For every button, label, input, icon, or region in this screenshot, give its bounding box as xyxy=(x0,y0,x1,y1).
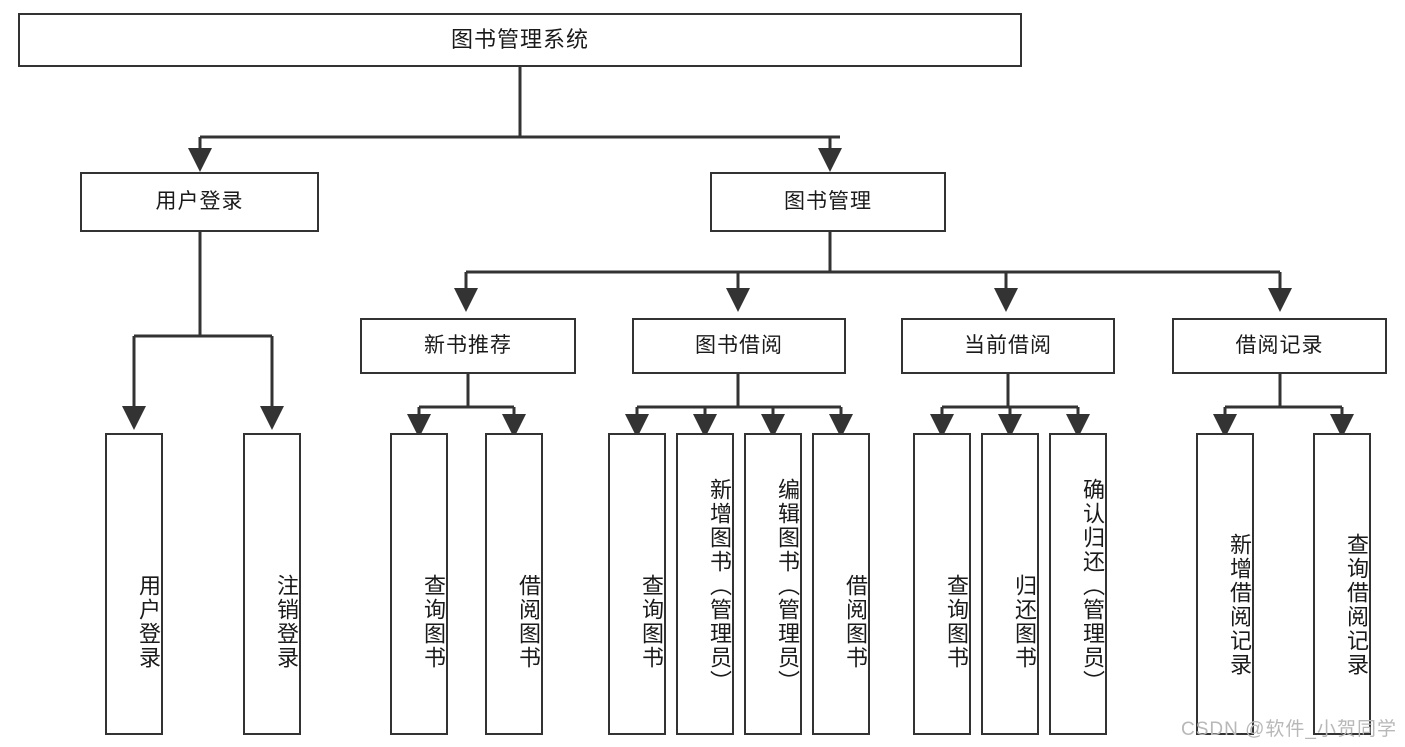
leaf-edit-book-admin[interactable]: 编辑图书（管理员） xyxy=(744,433,802,735)
leaf-query-book-borrow[interactable]: 查询图书 xyxy=(608,433,666,735)
leaf-add-borrow-record[interactable]: 新增借阅记录 xyxy=(1196,433,1254,735)
node-borrow-record[interactable]: 借阅记录 xyxy=(1172,318,1387,374)
node-new-book-recommend[interactable]: 新书推荐 xyxy=(360,318,576,374)
leaf-query-borrow-record[interactable]: 查询借阅记录 xyxy=(1313,433,1371,735)
leaf-confirm-return-admin[interactable]: 确认归还（管理员） xyxy=(1049,433,1107,735)
leaf-add-book-admin[interactable]: 新增图书（管理员） xyxy=(676,433,734,735)
node-current-borrow[interactable]: 当前借阅 xyxy=(901,318,1115,374)
leaf-borrow-book-recommend[interactable]: 借阅图书 xyxy=(485,433,543,735)
csdn-watermark: CSDN @软件_小贺同学 xyxy=(1181,719,1397,740)
leaf-query-book-recommend[interactable]: 查询图书 xyxy=(390,433,448,735)
node-book-management[interactable]: 图书管理 xyxy=(710,172,946,232)
leaf-user-login[interactable]: 用户登录 xyxy=(105,433,163,735)
node-book-borrow[interactable]: 图书借阅 xyxy=(632,318,846,374)
node-user-login[interactable]: 用户登录 xyxy=(80,172,319,232)
leaf-query-book-current[interactable]: 查询图书 xyxy=(913,433,971,735)
leaf-user-logout[interactable]: 注销登录 xyxy=(243,433,301,735)
node-root-book-management-system[interactable]: 图书管理系统 xyxy=(18,13,1022,67)
leaf-return-book[interactable]: 归还图书 xyxy=(981,433,1039,735)
leaf-borrow-book-borrow[interactable]: 借阅图书 xyxy=(812,433,870,735)
